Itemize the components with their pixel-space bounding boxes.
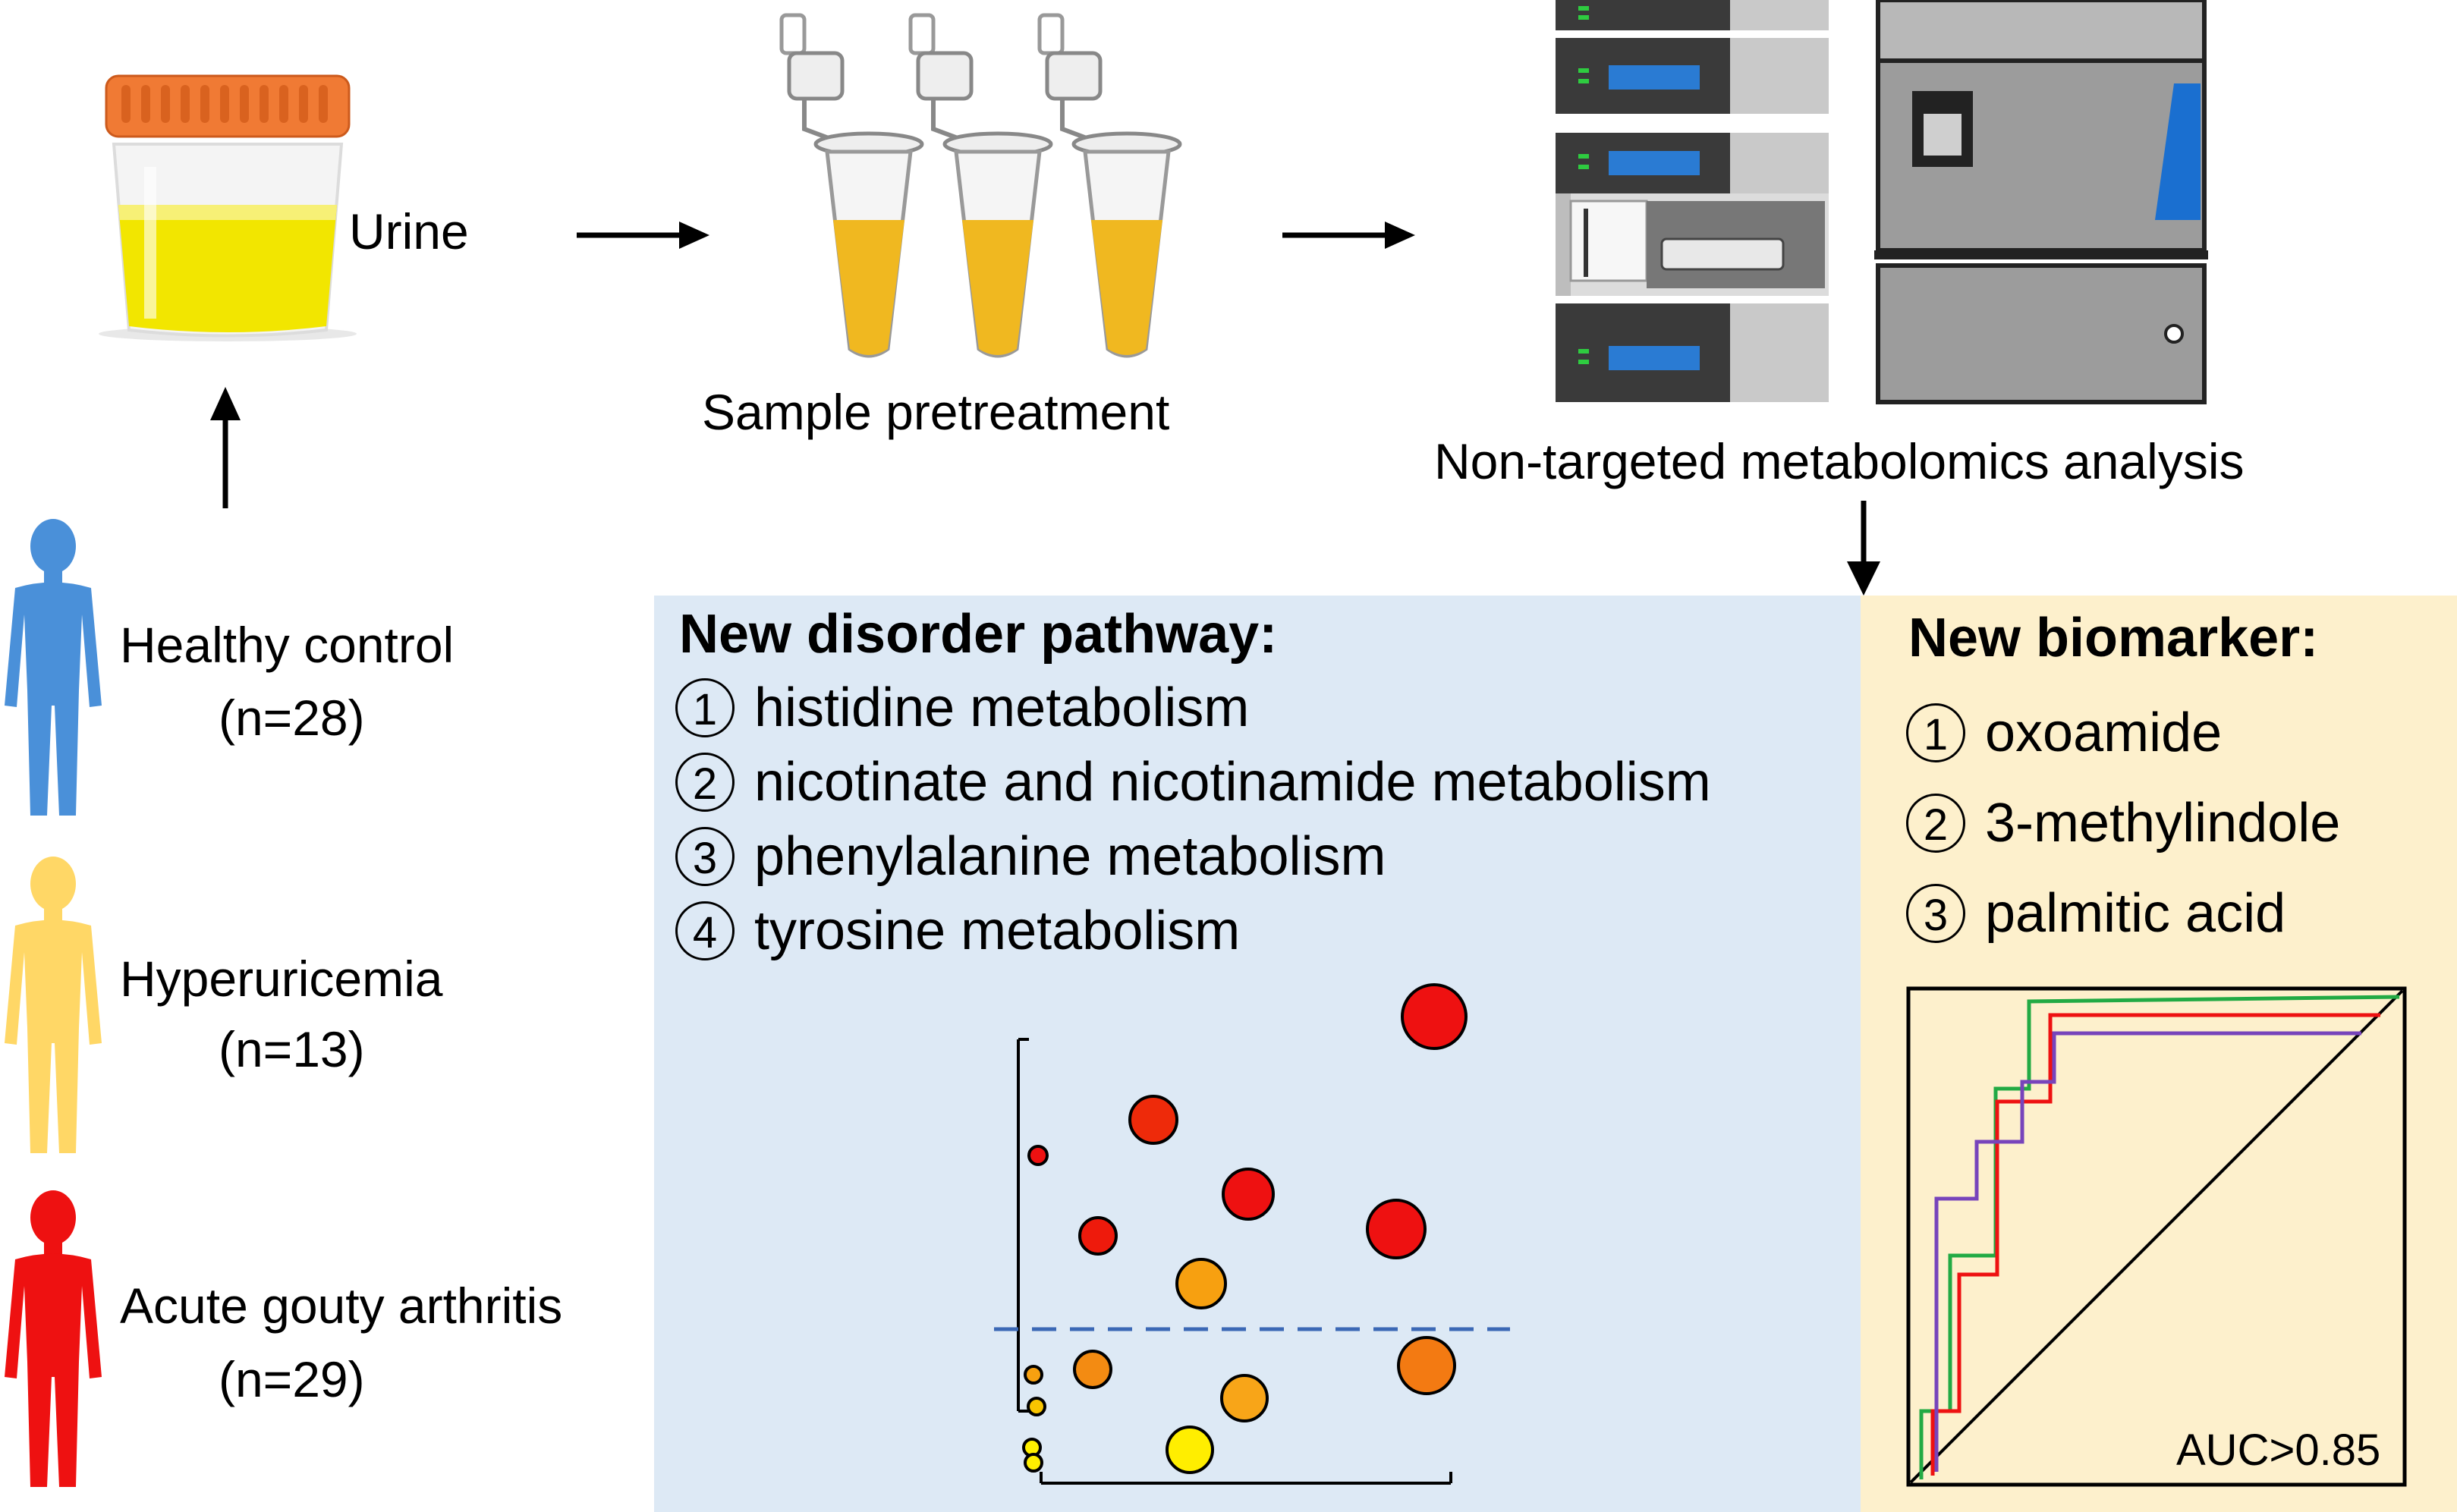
biomarker-item-text: 3-methylindole xyxy=(1985,793,2341,853)
biomarker-panel-title: New biomarker: xyxy=(1908,608,2319,668)
pathway-item-text: histidine metabolism xyxy=(754,677,1250,738)
pathway-item-1: 1 histidine metabolism xyxy=(675,677,1249,739)
roc-curve-red xyxy=(1930,1013,2380,1476)
group-n-hyperuricemia: (n=13) xyxy=(219,1021,365,1077)
item-number: 2 xyxy=(675,753,735,812)
group-n-healthy: (n=28) xyxy=(219,690,365,746)
group-name-gouty: Acute gouty arthritis xyxy=(120,1278,563,1334)
group-n-gouty: (n=29) xyxy=(219,1351,365,1407)
item-number: 4 xyxy=(675,901,735,960)
biomarker-item-text: oxoamide xyxy=(1985,703,2223,763)
pathway-item-3: 3 phenylalanine metabolism xyxy=(675,825,1386,888)
roc-frame xyxy=(1906,986,2407,1487)
pathway-item-text: nicotinate and nicotinamide metabolism xyxy=(754,752,1711,813)
biomarker-item-2: 2 3-methylindole xyxy=(1906,792,2340,854)
bubble xyxy=(1128,1095,1178,1145)
roc-curve-purple xyxy=(1934,1031,2361,1472)
bubble xyxy=(1175,1258,1227,1309)
biomarker-item-text: palmitic acid xyxy=(1985,883,2286,944)
hyperuricemia-person-icon xyxy=(5,857,102,1153)
item-number: 3 xyxy=(675,827,735,886)
bubble xyxy=(1366,1199,1427,1259)
pathway-item-text: tyrosine metabolism xyxy=(754,901,1241,961)
group-name-hyperuricemia: Hyperuricemia xyxy=(120,951,443,1007)
healthy-person-icon xyxy=(5,519,102,816)
roc-diagonal xyxy=(1909,989,2404,1484)
roc-curve-green xyxy=(1919,995,2400,1479)
item-number: 1 xyxy=(675,678,735,737)
roc-curve-plot xyxy=(1906,986,2407,1487)
pathway-panel xyxy=(654,596,1861,1512)
pathway-bubble-plot xyxy=(994,983,1510,1485)
item-number: 3 xyxy=(1906,884,1965,943)
urine-cup-icon xyxy=(99,74,357,341)
bubble xyxy=(1024,1365,1043,1385)
auc-label: AUC>0.85 xyxy=(2176,1426,2381,1475)
group-name-healthy: Healthy control xyxy=(120,617,455,673)
lc-instrument-icon xyxy=(1556,0,1829,402)
arrow-down-icon xyxy=(1847,501,1880,596)
gouty-person-icon xyxy=(5,1190,102,1487)
item-number: 2 xyxy=(1906,794,1965,853)
biomarker-item-3: 3 palmitic acid xyxy=(1906,882,2286,945)
sample-tubes-icon xyxy=(779,13,1182,358)
bubble xyxy=(1024,1453,1043,1473)
bubble xyxy=(1220,1374,1269,1422)
bubble xyxy=(1027,1145,1049,1166)
mass-spectrometer-icon xyxy=(1874,0,2208,404)
bubble xyxy=(1027,1397,1046,1416)
arrow-right-icon xyxy=(1282,222,1415,249)
item-number: 1 xyxy=(1906,703,1965,762)
pathway-panel-title: New disorder pathway: xyxy=(679,604,1278,665)
bubble xyxy=(1073,1350,1112,1389)
analysis-label: Non-targeted metabolomics analysis xyxy=(1434,433,2245,489)
pathway-item-text: phenylalanine metabolism xyxy=(754,826,1386,887)
urine-label: Urine xyxy=(349,203,469,259)
bubble xyxy=(1078,1216,1118,1256)
bubble xyxy=(1166,1426,1214,1474)
bubble xyxy=(1222,1168,1275,1221)
pretreatment-label: Sample pretreatment xyxy=(702,384,1170,440)
arrow-up-icon xyxy=(210,387,241,508)
pathway-item-2: 2 nicotinate and nicotinamide metabolism xyxy=(675,751,1711,813)
bubble xyxy=(1397,1336,1456,1395)
pathway-item-4: 4 tyrosine metabolism xyxy=(675,900,1240,962)
biomarker-item-1: 1 oxoamide xyxy=(1906,702,2222,764)
arrow-right-icon xyxy=(577,222,709,249)
bubble xyxy=(1401,983,1468,1050)
